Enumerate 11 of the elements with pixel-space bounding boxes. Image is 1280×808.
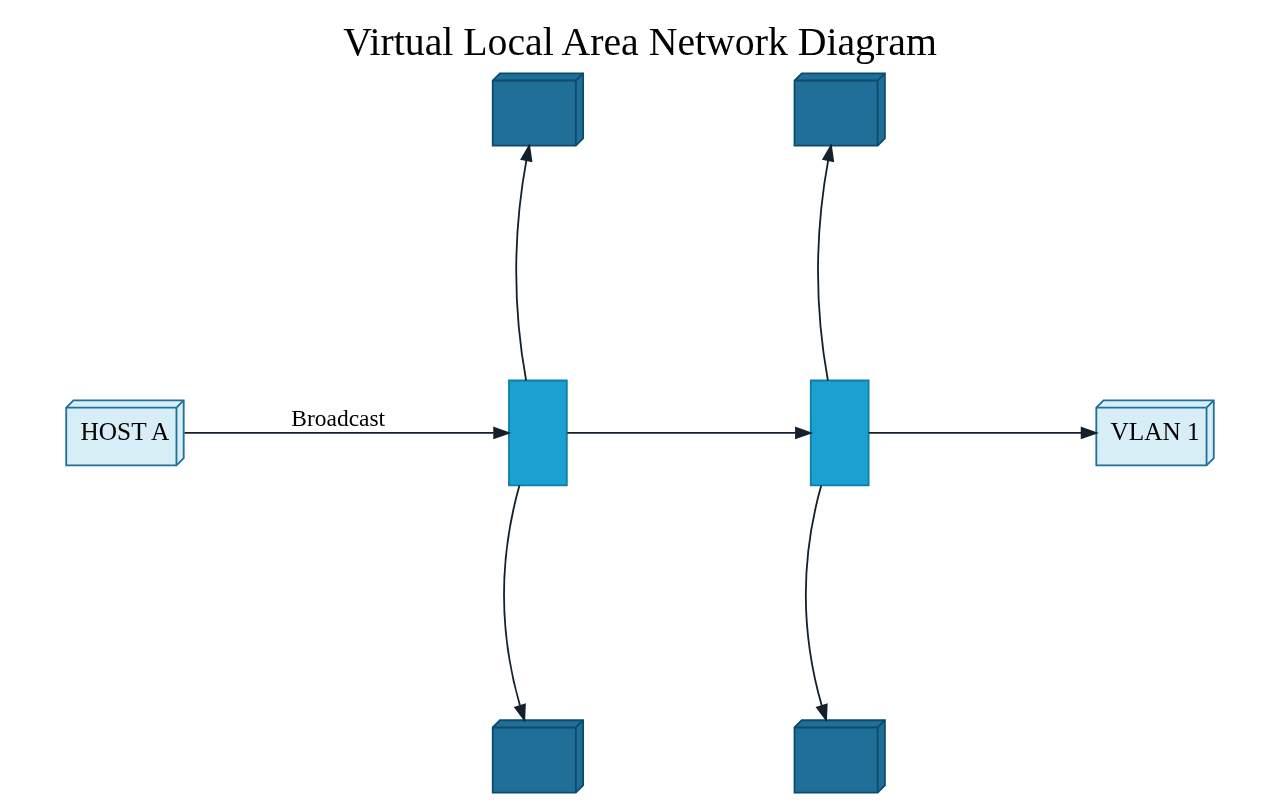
- diagram-title: Virtual Local Area Network Diagram: [343, 19, 937, 64]
- arrow: [817, 143, 835, 382]
- arrow: [183, 426, 512, 440]
- arrow: [804, 484, 828, 723]
- edge-label: Broadcast: [291, 405, 386, 432]
- arrow: [515, 143, 533, 382]
- arrow: [503, 484, 526, 723]
- arrow: [867, 426, 1099, 440]
- arrow: [566, 426, 814, 440]
- node-box: [508, 379, 568, 487]
- node-box: [809, 379, 870, 487]
